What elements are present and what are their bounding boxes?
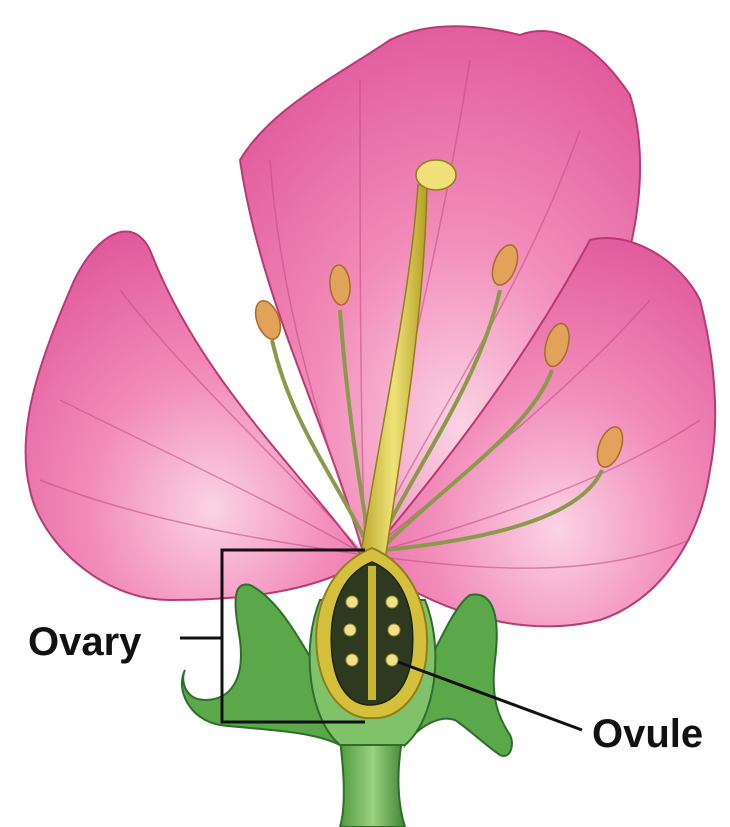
ovule-1: [346, 596, 358, 608]
stem: [340, 740, 405, 827]
ovule-6: [386, 654, 398, 666]
ovule-4: [388, 624, 400, 636]
stigma: [416, 160, 456, 190]
ovule-label: Ovule: [592, 712, 703, 756]
ovary-label: Ovary: [28, 620, 142, 664]
ovary-septum: [368, 566, 376, 700]
ovule-2: [386, 596, 398, 608]
ovule-5: [346, 654, 358, 666]
ovule-3: [344, 624, 356, 636]
